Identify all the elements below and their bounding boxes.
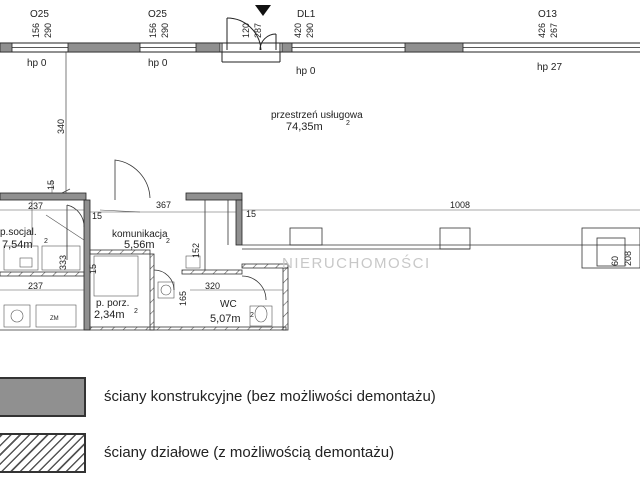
dim-237b: 237 xyxy=(28,281,43,291)
watermark-text: NIERUCHOMOŚCI xyxy=(282,254,431,272)
main-room-area: 74,35m xyxy=(286,121,323,133)
dim-333: 333 xyxy=(58,255,68,270)
dim-15b: 15 xyxy=(92,211,102,221)
legend-label-structural: ściany konstrukcyjne (bez możliwości dem… xyxy=(104,388,436,405)
comm-room-area: 5,56m xyxy=(124,239,155,251)
window-label-4: DL1 xyxy=(297,9,316,20)
legend-swatch-structural xyxy=(0,377,86,417)
window-hp-1: hp 0 xyxy=(27,58,47,69)
dim-15d: 15 xyxy=(88,264,98,274)
dim-208: 208 xyxy=(623,251,633,266)
window-dim-2b: 290 xyxy=(160,23,170,38)
wc-room-name: WC xyxy=(220,299,237,310)
window-hp-2: hp 0 xyxy=(148,58,168,69)
comm-room-name: komunikacja xyxy=(112,229,168,240)
window-label-2: O25 xyxy=(148,9,167,20)
main-room-name: przestrzeń usługowa xyxy=(271,110,363,121)
dim-340-line xyxy=(61,52,71,194)
storage-room-name: p. porz. xyxy=(96,298,129,309)
social-room-area: 7,54m xyxy=(2,239,33,251)
dim-60: 60 xyxy=(610,256,620,266)
social-room-name: p.socjal. xyxy=(0,227,37,238)
window-labels: O25 156 290 hp 0 O25 156 290 hp 0 120 28… xyxy=(27,9,562,77)
window-dim-4b: 290 xyxy=(305,23,315,38)
window-dim-4a: 420 xyxy=(293,23,303,38)
wc-room-area-sup: 2 xyxy=(250,312,254,319)
window-dim-1a: 156 xyxy=(31,23,41,38)
dim-320: 320 xyxy=(205,281,220,291)
comm-room-area-sup: 2 xyxy=(166,238,170,245)
core-dimensions xyxy=(0,180,640,291)
dim-15a: 15 xyxy=(46,180,56,190)
storage-room-area-sup: 2 xyxy=(134,308,138,315)
structural-walls xyxy=(0,192,243,331)
door-dim-a: 120 xyxy=(241,23,251,38)
legend-swatch-partition xyxy=(0,433,86,473)
core-door-swings xyxy=(66,159,267,301)
dim-15c: 15 xyxy=(246,209,256,219)
window-dim-1b: 290 xyxy=(43,23,53,38)
window-label-1: O25 xyxy=(30,9,49,20)
window-label-5: O13 xyxy=(538,9,557,20)
window-hp-4: hp 0 xyxy=(296,66,316,77)
social-room-area-sup: 2 xyxy=(44,238,48,245)
entrance-arrow-icon xyxy=(255,5,271,16)
legend-label-partition: ściany działowe (z możliwością demontażu… xyxy=(104,444,395,461)
dim-1008: 1008 xyxy=(450,200,470,210)
storage-room-area: 2,34m xyxy=(94,309,125,321)
entrance-door xyxy=(221,17,281,63)
dim-340-label: 340 xyxy=(56,119,66,134)
dim-152: 152 xyxy=(191,243,201,258)
dim-367: 367 xyxy=(156,200,171,210)
zm-label: ZM xyxy=(50,316,59,322)
wc-room-area: 5,07m xyxy=(210,313,241,325)
dim-165: 165 xyxy=(178,291,188,306)
door-dim-b: 287 xyxy=(253,23,263,38)
window-hp-5: hp 27 xyxy=(537,62,562,73)
window-dim-5a: 426 xyxy=(537,23,547,38)
window-dim-2a: 156 xyxy=(148,23,158,38)
room-outlines xyxy=(0,200,640,331)
window-dim-5b: 267 xyxy=(549,23,559,38)
core-interior-detail xyxy=(3,200,273,328)
main-room-area-sup: 2 xyxy=(346,120,350,127)
dim-237a: 237 xyxy=(28,201,43,211)
partition-walls xyxy=(0,249,289,331)
